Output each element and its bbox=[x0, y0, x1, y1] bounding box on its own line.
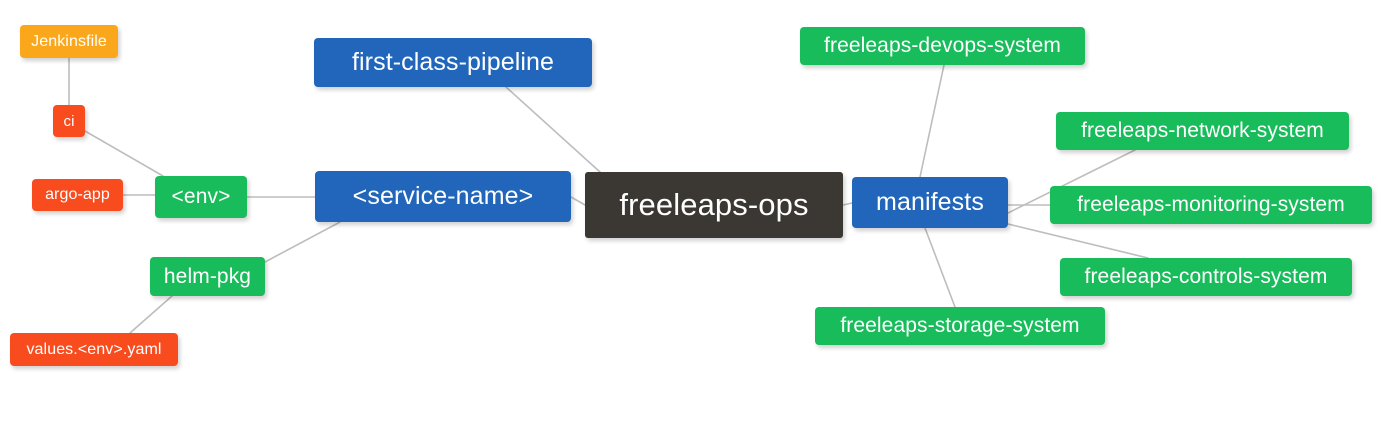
edge-freeleaps-ops-to-manifests bbox=[842, 202, 853, 206]
node-label: ci bbox=[63, 112, 75, 130]
mindmap-node-service-name[interactable]: <service-name> bbox=[315, 171, 571, 222]
node-label: argo-app bbox=[45, 186, 110, 203]
mindmap-node-env[interactable]: <env> bbox=[155, 176, 247, 218]
edge-freeleaps-ops-to-first-class-pipeline bbox=[505, 86, 601, 173]
mindmap-node-jenkinsfile[interactable]: Jenkinsfile bbox=[20, 25, 118, 58]
edge-service-name-to-helm-pkg bbox=[264, 221, 341, 263]
node-label: freeleaps-controls-system bbox=[1084, 265, 1328, 288]
node-label: Jenkinsfile bbox=[31, 32, 107, 50]
edge-helm-pkg-to-values-env-yaml bbox=[129, 295, 173, 334]
edge-manifests-to-freeleaps-storage-system bbox=[924, 227, 956, 308]
node-label: freeleaps-devops-system bbox=[824, 34, 1061, 57]
mindmap-node-freeleaps-devops-system[interactable]: freeleaps-devops-system bbox=[800, 27, 1085, 65]
mindmap-node-freeleaps-storage-system[interactable]: freeleaps-storage-system bbox=[815, 307, 1105, 345]
mindmap-node-freeleaps-ops[interactable]: freeleaps-ops bbox=[585, 172, 843, 238]
mindmap-node-freeleaps-network-system[interactable]: freeleaps-network-system bbox=[1056, 112, 1349, 150]
edge-manifests-to-freeleaps-devops-system bbox=[919, 64, 945, 178]
mindmap-node-manifests[interactable]: manifests bbox=[852, 177, 1008, 228]
node-label: freeleaps-network-system bbox=[1081, 119, 1324, 142]
mindmap-node-helm-pkg[interactable]: helm-pkg bbox=[150, 257, 265, 296]
node-label: <service-name> bbox=[352, 182, 534, 210]
mindmap-node-ci[interactable]: ci bbox=[53, 105, 85, 137]
node-label: values.<env>.yaml bbox=[26, 340, 162, 358]
edge-freeleaps-ops-to-service-name bbox=[570, 196, 586, 206]
node-label: freeleaps-ops bbox=[619, 187, 809, 222]
node-label: freeleaps-storage-system bbox=[840, 314, 1080, 337]
mindmap-node-first-class-pipeline[interactable]: first-class-pipeline bbox=[314, 38, 592, 87]
mindmap-node-freeleaps-controls-system[interactable]: freeleaps-controls-system bbox=[1060, 258, 1352, 296]
node-label: helm-pkg bbox=[163, 264, 252, 288]
edge-env-to-ci bbox=[84, 130, 164, 177]
mindmap-node-freeleaps-monitoring-system[interactable]: freeleaps-monitoring-system bbox=[1050, 186, 1372, 224]
mindmap-node-values-env-yaml[interactable]: values.<env>.yaml bbox=[10, 333, 178, 366]
edge-manifests-to-freeleaps-controls-system bbox=[1007, 223, 1149, 259]
node-label: first-class-pipeline bbox=[351, 48, 555, 76]
mindmap-node-argo-app[interactable]: argo-app bbox=[32, 179, 123, 211]
node-label: freeleaps-monitoring-system bbox=[1077, 193, 1345, 216]
node-label: <env> bbox=[171, 185, 231, 208]
node-label: manifests bbox=[876, 188, 984, 216]
